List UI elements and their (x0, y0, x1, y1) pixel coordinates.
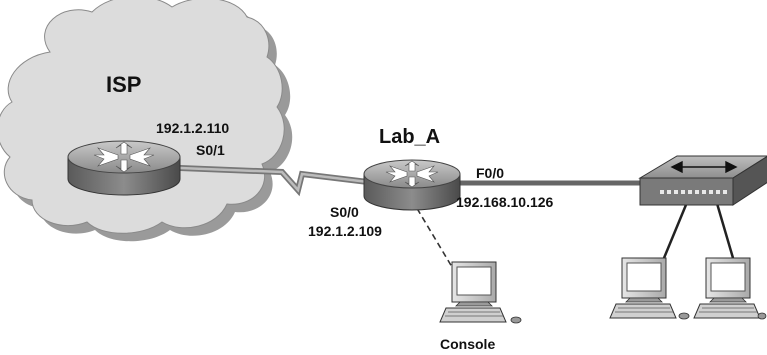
lab-serial-ip-label: 192.1.2.109 (308, 223, 382, 239)
cloud-icon (0, 0, 293, 242)
console-link (411, 199, 456, 273)
router-icon (67, 140, 181, 196)
lab-fast-ethernet-interface-label: F0/0 (476, 165, 505, 181)
isp-router-interface-label: S0/1 (196, 142, 225, 158)
console-label: Console (440, 336, 496, 352)
pc-icon (439, 261, 522, 324)
isp-label: ISP (106, 72, 142, 97)
serial-link-icon (179, 165, 369, 197)
lab-serial-interface-label: S0/0 (330, 204, 359, 220)
pc-icon (609, 257, 690, 320)
isp-router-ip-label: 192.1.2.110 (156, 120, 230, 136)
pc-icon (693, 257, 767, 320)
lab-router-name-label: Lab_A (379, 126, 441, 148)
lab-fast-ethernet-ip-label: 192.168.10.126 (456, 194, 554, 210)
router-icon (363, 159, 461, 211)
switch-pc1-link (662, 199, 690, 259)
switch-pc2-link (714, 199, 735, 259)
switch-icon (638, 155, 767, 206)
